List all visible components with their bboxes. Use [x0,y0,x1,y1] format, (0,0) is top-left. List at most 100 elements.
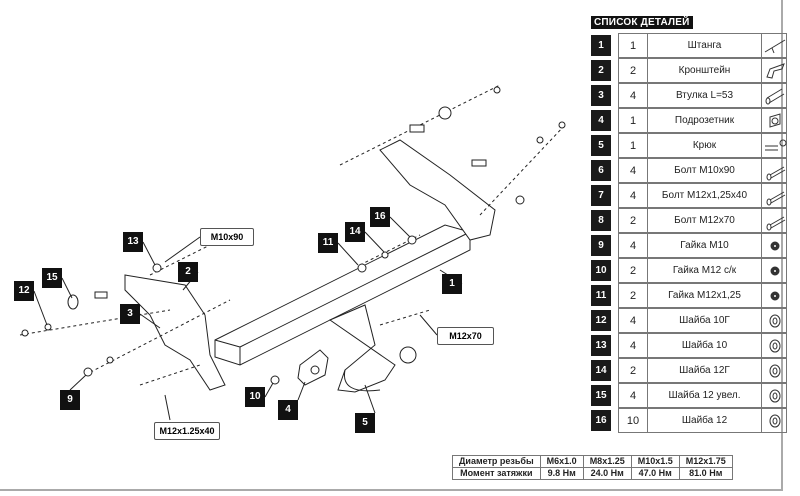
washer-icon [761,358,787,383]
part-name: Шайба 12 [647,408,762,433]
thread-m12: M12x1.75 [678,455,733,468]
part-quantity: 1 [618,133,648,158]
part-name: Шайба 12Г [647,358,762,383]
part-number: 9 [591,235,611,256]
sleeve-icon [761,83,787,108]
part-number: 2 [591,60,611,81]
part-number: 5 [591,135,611,156]
part-number: 16 [591,410,611,431]
part-quantity: 1 [618,108,648,133]
part-quantity: 4 [618,308,648,333]
sheet-frame [0,0,783,491]
callout-5: 5 [355,413,375,433]
part-name: Болт М10х90 [647,158,762,183]
part-quantity: 10 [618,408,648,433]
washer-icon [761,333,787,358]
callout-9: 9 [60,390,80,410]
part-name: Шайба 10Г [647,308,762,333]
part-quantity: 4 [618,158,648,183]
socket-plate-part-4 [297,349,329,386]
part-quantity: 2 [618,258,648,283]
torque-m8: 24.0 Нм [582,467,632,480]
left-bracket-part-2 [124,274,226,391]
callout-1: 1 [442,274,462,294]
label-m10x90: M10x90 [200,228,254,246]
bracket-icon [761,58,787,83]
part-number: 1 [591,35,611,56]
part-name: Шайба 10 [647,333,762,358]
label-m12x125x40: M12x1.25x40 [154,422,220,440]
hook-icon [761,133,787,158]
part-number: 4 [591,110,611,131]
callout-16: 16 [370,207,390,227]
part-number: 15 [591,385,611,406]
washer-icon [761,308,787,333]
part-number: 7 [591,185,611,206]
bolt-icon [761,183,787,208]
part-name: Гайка М12 с/к [647,258,762,283]
washer-icon [761,408,787,433]
torque-value-row: Момент затяжки 9.8 Нм 24.0 Нм 47.0 Нм 81… [452,467,733,480]
part-quantity: 4 [618,83,648,108]
thread-diameter-label: Диаметр резьбы [452,455,541,468]
nut-icon [761,283,787,308]
part-number: 8 [591,210,611,231]
part-name: Крюк [647,133,762,158]
tow-bar-part-1 [214,224,471,366]
nut-icon [761,233,787,258]
part-quantity: 4 [618,383,648,408]
part-name: Втулка L=53 [647,83,762,108]
part-quantity: 4 [618,333,648,358]
callout-11: 11 [318,233,338,253]
right-bracket-part-2 [379,139,496,241]
bar-icon [761,33,787,58]
part-name: Штанга [647,33,762,58]
socket-plate-icon [761,108,787,133]
callout-3: 3 [120,304,140,324]
callout-2: 2 [178,262,198,282]
washer-icon [761,383,787,408]
part-number: 13 [591,335,611,356]
label-m12x70: M12x70 [437,327,494,345]
part-quantity: 2 [618,58,648,83]
part-quantity: 2 [618,358,648,383]
thread-m10: M10x1.5 [630,455,680,468]
part-name: Шайба 12 увел. [647,383,762,408]
thread-m6: M6x1.0 [539,455,584,468]
part-number: 14 [591,360,611,381]
torque-m6: 9.8 Нм [539,467,584,480]
part-quantity: 1 [618,33,648,58]
callout-12: 12 [14,281,34,301]
part-quantity: 4 [618,233,648,258]
parts-list-title: СПИСОК ДЕТАЛЕЙ [591,16,693,29]
nut-icon [761,258,787,283]
callout-13: 13 [123,232,143,252]
torque-m12: 81.0 Нм [678,467,733,480]
part-name: Гайка М12х1,25 [647,283,762,308]
part-quantity: 2 [618,283,648,308]
part-name: Подрозетник [647,108,762,133]
fasteners [21,86,566,385]
torque-header-row: Диаметр резьбы M6x1.0 M8x1.25 M10x1.5 M1… [452,455,733,468]
thread-m8: M8x1.25 [582,455,632,468]
part-number: 6 [591,160,611,181]
callout-4: 4 [278,400,298,420]
part-number: 3 [591,85,611,106]
part-name: Болт М12х70 [647,208,762,233]
